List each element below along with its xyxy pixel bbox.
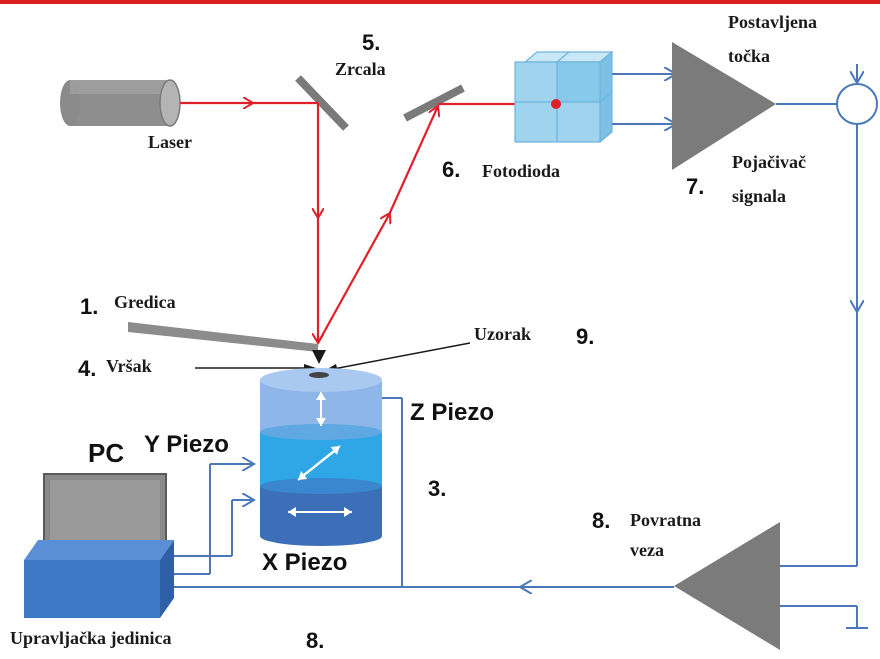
setpoint-label-line1: Postavljena [728,12,817,32]
ground-line [780,605,868,629]
mirror-icon [403,84,465,122]
header-rule [0,0,880,4]
amplifier-label-line2: signala [732,186,786,206]
y-piezo-label: Y Piezo [144,431,229,458]
control-unit-number: 8. [306,628,324,653]
z-piezo-label: Z Piezo [410,399,494,426]
feedback-line [780,124,857,567]
comparator-circle-icon [836,83,878,125]
laser-label: Laser [148,132,192,152]
mirrors-label: Zrcala [335,59,386,79]
tip-number: 4. [78,356,96,381]
amplifier-triangle-icon [672,42,776,170]
photodiode-number: 6. [442,157,460,182]
amplifier-triangle-icon [674,522,780,650]
scanner-number: 3. [428,476,446,501]
cantilever [128,322,318,352]
feedback-number: 8. [592,508,610,533]
control-unit-label: Upravljačka jedinica [10,628,172,648]
photodiode-label: Fotodioda [482,161,560,181]
laser-cylinder-icon [60,79,181,127]
tip-label: Vršak [106,356,152,376]
piezo-signal-line [174,464,254,575]
control-line [162,397,674,587]
setpoint-label-line2: točka [728,46,770,66]
tip [312,350,326,364]
laser-beam [180,103,556,343]
computer-icon [24,473,174,618]
sample-pointer [327,342,471,371]
x-piezo-label: X Piezo [262,549,347,576]
amplifier-number: 7. [686,174,704,199]
sample-label: Uzorak [474,324,531,344]
sample-number: 9. [576,324,594,349]
laser-spot [551,99,561,109]
feedback-label-line2: veza [630,540,664,560]
amplifier-label-line1: Pojačivač [732,152,806,172]
mirror-icon [295,75,349,131]
signal-line [612,74,676,124]
photodiode-cube-icon [514,50,614,144]
cantilever-label: Gredica [114,292,176,312]
piezo-scanner [260,368,382,546]
pc-label: PC [88,438,124,468]
cantilever-number: 1. [80,294,98,319]
feedback-label-line1: Povratna [630,510,701,530]
mirrors-number: 5. [362,30,380,55]
